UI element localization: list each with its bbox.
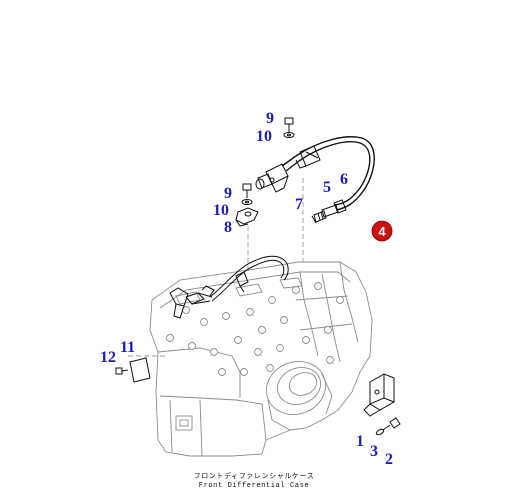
installed-hose xyxy=(169,255,289,319)
callout-2[interactable]: 2 xyxy=(385,451,393,468)
callout-1[interactable]: 1 xyxy=(356,433,364,450)
highlight-badge xyxy=(371,220,393,242)
bracket-bolt-washer xyxy=(375,417,401,436)
hose-end-fitting xyxy=(311,199,347,224)
diagram-caption: フロントディファレンシャルケース Front Differential Case xyxy=(194,471,315,490)
plate-screw xyxy=(115,367,129,375)
lower-bolt-washer-clamp xyxy=(235,183,259,227)
callout-10-upper[interactable]: 10 xyxy=(256,128,272,145)
callout-labels: 9 10 5 6 7 9 10 8 11 12 1 3 2 xyxy=(100,110,393,468)
callout-4[interactable]: 4 xyxy=(378,224,386,239)
name-plate xyxy=(129,357,151,383)
callout-9-lower[interactable]: 9 xyxy=(224,185,232,202)
leader-lines xyxy=(128,178,304,357)
callout-11[interactable]: 11 xyxy=(120,339,135,356)
elbow-fitting xyxy=(255,163,289,193)
callout-10-lower[interactable]: 10 xyxy=(213,202,229,219)
callout-5[interactable]: 5 xyxy=(323,179,331,196)
hose-assembly xyxy=(255,136,375,224)
bracket xyxy=(363,373,395,417)
callout-4-highlight[interactable]: 4 xyxy=(371,220,393,242)
callout-9-upper[interactable]: 9 xyxy=(266,110,274,127)
upper-bolt-washer xyxy=(283,117,295,138)
callout-6[interactable]: 6 xyxy=(340,171,348,188)
callout-3[interactable]: 3 xyxy=(370,443,378,460)
callout-12[interactable]: 12 xyxy=(100,349,116,366)
bolt-holes xyxy=(166,282,344,376)
hose-clamp xyxy=(295,145,321,169)
front-differential-case xyxy=(149,261,373,457)
callout-8[interactable]: 8 xyxy=(224,219,232,236)
caption-japanese: フロントディファレンシャルケース xyxy=(194,471,315,481)
callout-7[interactable]: 7 xyxy=(295,196,303,213)
caption-english: Front Differential Case xyxy=(199,482,309,490)
